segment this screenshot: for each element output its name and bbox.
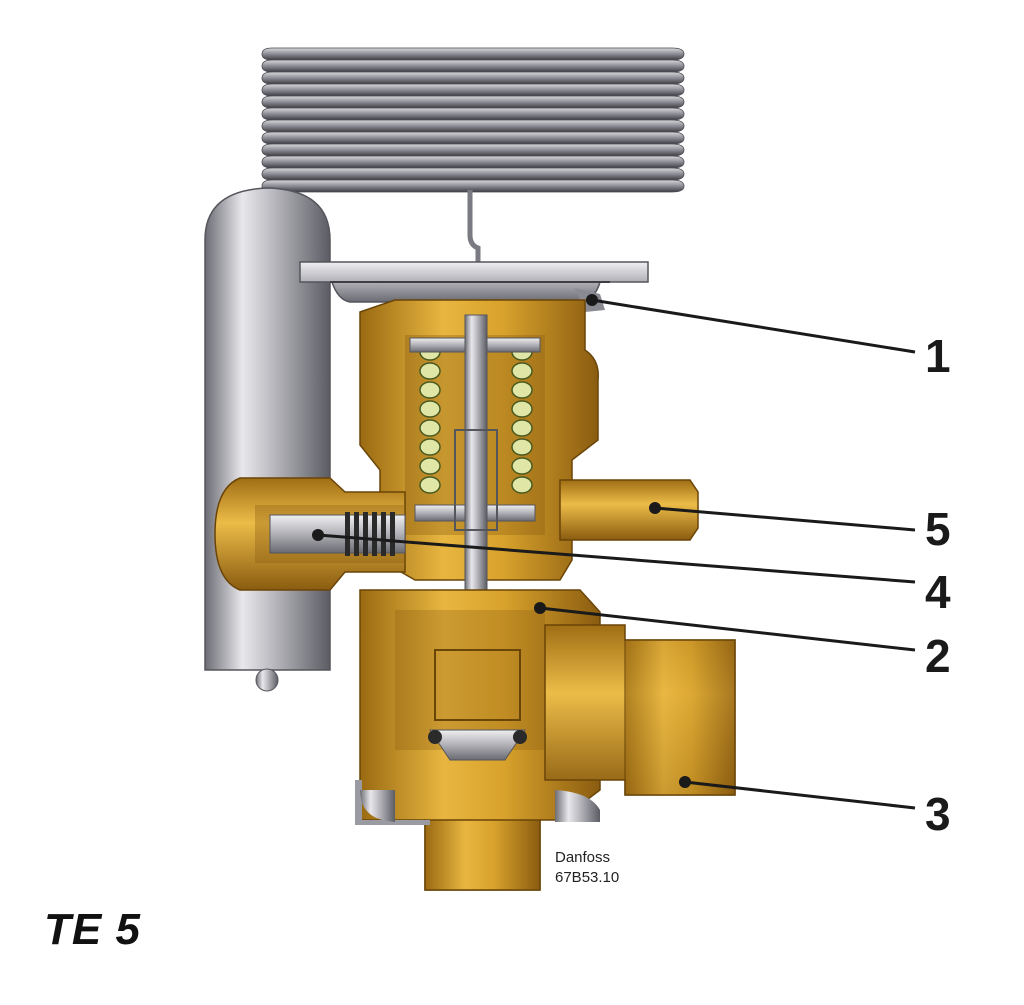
small-spring-coil — [372, 512, 377, 556]
coil-ring — [261, 83, 685, 97]
spring-coil-right — [511, 457, 533, 475]
callout-leader — [591, 298, 916, 354]
small-spring-coil — [354, 512, 359, 556]
capillary-coil — [261, 47, 685, 262]
callout-3: 3 — [679, 776, 951, 840]
coil-ring — [261, 119, 685, 133]
small-spring-coil — [363, 512, 368, 556]
coil-ring — [261, 95, 685, 109]
callout-label-3: 3 — [925, 788, 951, 840]
callout-dot — [649, 502, 661, 514]
coil-ring — [261, 167, 685, 181]
spring-coil-left — [419, 438, 441, 456]
coil-ring — [261, 59, 685, 73]
diagram-title: TE 5 — [44, 905, 141, 954]
inlet-connection — [544, 624, 736, 796]
coil-ring — [261, 143, 685, 157]
coil-ring — [261, 47, 685, 61]
spring-coil-left — [419, 362, 441, 380]
callout-label-5: 5 — [925, 503, 951, 555]
callout-dot — [679, 776, 691, 788]
spring-coil-right — [511, 381, 533, 399]
credit-code: 67B53.10 — [555, 869, 619, 886]
spring-coil-right — [511, 438, 533, 456]
small-spring-coil — [390, 512, 395, 556]
callout-4: 4 — [312, 529, 951, 618]
callout-leader — [654, 506, 916, 532]
callout-label-1: 1 — [925, 330, 951, 382]
callout-2: 2 — [534, 602, 951, 682]
coil-ring — [261, 107, 685, 121]
small-spring-coil — [345, 512, 350, 556]
callout-5: 5 — [649, 502, 951, 555]
callout-dot — [534, 602, 546, 614]
callout-label-4: 4 — [925, 566, 951, 618]
spring-coil-right — [511, 419, 533, 437]
coil-ring — [261, 131, 685, 145]
valve-body — [355, 589, 601, 891]
spring-coil-right — [511, 400, 533, 418]
equalizer-connection — [559, 479, 699, 541]
small-spring-coil — [381, 512, 386, 556]
callout-leader — [317, 533, 916, 584]
callout-leader — [684, 780, 916, 810]
callout-dot — [586, 294, 598, 306]
spring-coil-left — [419, 419, 441, 437]
coil-ring — [261, 179, 685, 193]
spring-coil-right — [511, 476, 533, 494]
spring-coil-left — [419, 457, 441, 475]
callout-label-2: 2 — [925, 630, 951, 682]
spring-coil-left — [419, 381, 441, 399]
spring-coil-right — [511, 362, 533, 380]
coil-ring — [261, 155, 685, 169]
spring-coil-left — [419, 476, 441, 494]
callout-1: 1 — [586, 294, 951, 382]
inlet-nut — [214, 477, 406, 591]
callout-dot — [312, 529, 324, 541]
spring-coil-left — [419, 400, 441, 418]
callout-leader — [539, 606, 916, 652]
credit-brand: Danfoss — [555, 849, 610, 866]
coil-ring — [261, 71, 685, 85]
